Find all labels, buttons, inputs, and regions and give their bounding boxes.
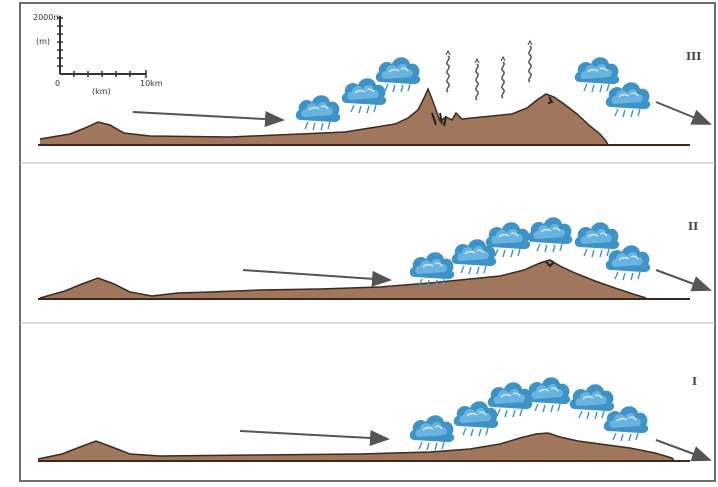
heat-wave-icon	[501, 57, 505, 98]
panel-label-ii: II	[688, 220, 698, 233]
wind-arrow-i	[240, 431, 388, 439]
cloud-icon	[570, 384, 614, 419]
cloud-icon	[604, 406, 648, 441]
downslope-arrow-ii	[656, 270, 710, 290]
scale-horizontal-unit: (km)	[92, 87, 111, 96]
cloud-icon	[342, 78, 386, 113]
cloud-icon	[296, 95, 340, 130]
downslope-arrow-iii	[656, 102, 710, 124]
panel-label-i: I	[692, 375, 697, 388]
scale-bar: 2000m (m) 0 10km (km)	[33, 13, 163, 96]
scale-vertical-unit: (m)	[36, 37, 50, 46]
panel-i: I	[38, 375, 710, 461]
scale-horizontal-start: 0	[55, 79, 60, 88]
cloud-icon	[410, 415, 454, 450]
panel-label-iii: III	[686, 50, 701, 63]
wind-arrow-ii	[243, 270, 390, 280]
scale-vertical-top: 2000m	[33, 13, 61, 22]
cloud-icon	[606, 82, 650, 117]
cloud-icon	[526, 377, 570, 412]
cloud-icon	[575, 57, 619, 92]
heat-wave-icon	[528, 41, 532, 82]
heat-wave-icon	[446, 51, 450, 92]
scale-horizontal-end: 10km	[140, 79, 163, 88]
cloud-icon	[528, 217, 572, 252]
wind-arrow-iii	[133, 112, 283, 120]
panel-ii: II	[38, 217, 710, 299]
panel-iii: III	[38, 41, 710, 145]
scale-bar-ticks	[57, 18, 146, 78]
heat-wave-icon	[475, 59, 479, 100]
cloud-icon	[606, 245, 650, 280]
